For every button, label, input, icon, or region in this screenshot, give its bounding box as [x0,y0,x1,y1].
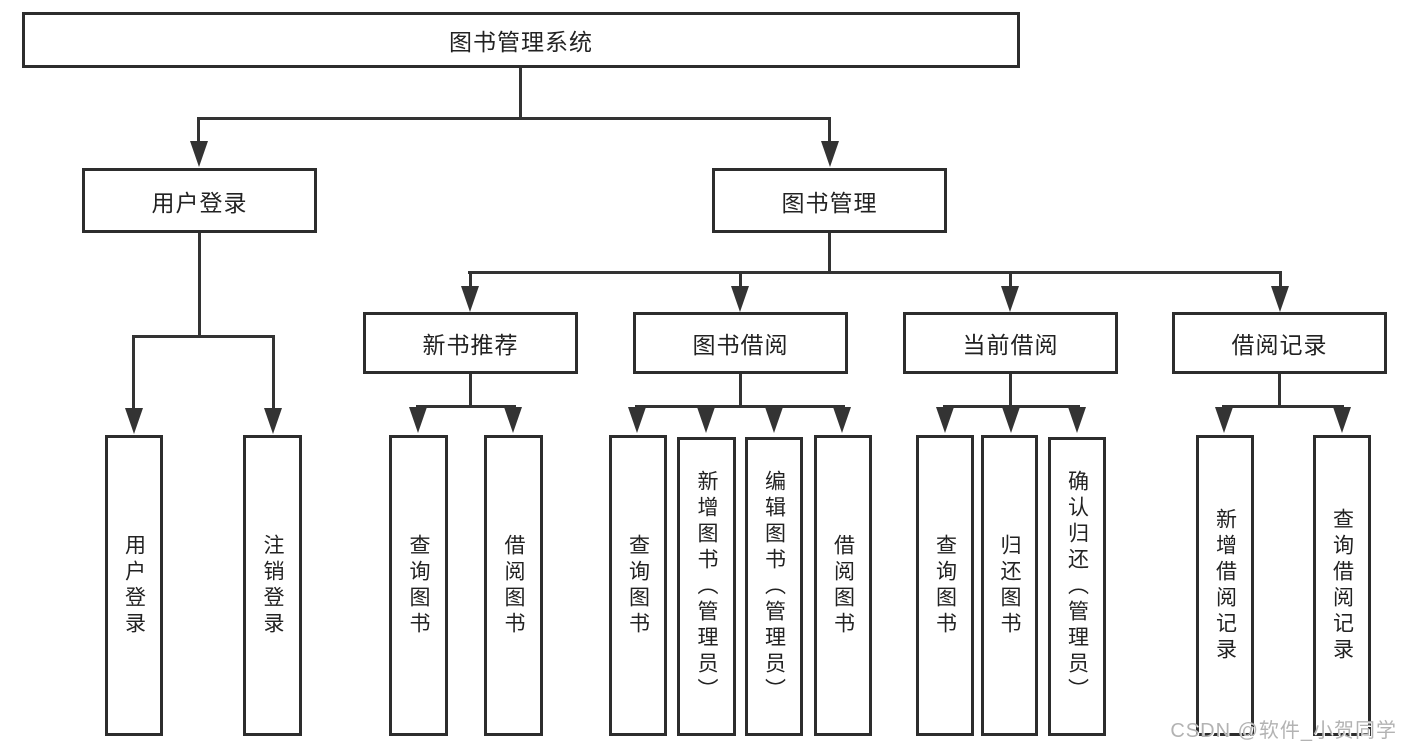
connector-line [469,271,472,287]
node-new-book-recommendation: 新书推荐 [363,312,578,374]
connector-line [198,233,201,338]
arrow-down-icon [765,407,783,433]
arrow-down-icon [821,141,839,167]
arrow-down-icon [1215,407,1233,433]
arrow-down-icon [1068,407,1086,433]
arrow-down-icon [1271,286,1289,312]
arrow-down-icon [264,408,282,434]
connector-line [468,271,1282,274]
connector-line [1222,405,1344,408]
connector-line [828,117,831,142]
node-borrowing-records: 借阅记录 [1172,312,1387,374]
leaf-add-book-admin: 新增图书（管理员） [677,437,736,736]
node-book-management: 图书管理 [712,168,947,233]
watermark-text: CSDN @软件_小贺同学 [1170,720,1397,742]
leaf-borrow-books-recommend: 借阅图书 [484,435,543,736]
connector-line [739,271,742,287]
arrow-down-icon [125,408,143,434]
arrow-down-icon [697,407,715,433]
arrow-down-icon [833,407,851,433]
connector-line [197,117,200,142]
connector-line [1009,374,1012,408]
connector-line [943,405,1080,408]
connector-line [132,335,135,410]
connector-line [416,405,516,408]
connector-line [635,405,845,408]
node-library-management-system: 图书管理系统 [22,12,1020,68]
leaf-logout: 注销登录 [243,435,302,736]
connector-line [1278,374,1281,408]
connector-line [1279,271,1282,287]
leaf-confirm-return-admin: 确认归还（管理员） [1048,437,1106,736]
arrow-down-icon [628,407,646,433]
leaf-add-borrow-record: 新增借阅记录 [1196,435,1254,736]
connector-line [272,335,275,410]
arrow-down-icon [1002,407,1020,433]
arrow-down-icon [936,407,954,433]
arrow-down-icon [190,141,208,167]
connector-line [197,117,831,120]
leaf-borrow-books-borrowing: 借阅图书 [814,435,872,736]
connector-line [1009,271,1012,287]
leaf-query-books-current: 查询图书 [916,435,974,736]
arrow-down-icon [731,286,749,312]
arrow-down-icon [1333,407,1351,433]
node-book-borrowing: 图书借阅 [633,312,848,374]
node-user-login: 用户登录 [82,168,317,233]
leaf-return-book: 归还图书 [981,435,1038,736]
connector-line [828,233,831,274]
connector-line [469,374,472,408]
leaf-query-borrow-record: 查询借阅记录 [1313,435,1371,736]
arrow-down-icon [1001,286,1019,312]
leaf-user-login: 用户登录 [105,435,163,736]
arrow-down-icon [461,286,479,312]
leaf-query-books-recommend: 查询图书 [389,435,448,736]
leaf-query-books-borrowing: 查询图书 [609,435,667,736]
leaf-edit-book-admin: 编辑图书（管理员） [745,437,803,736]
arrow-down-icon [504,407,522,433]
connector-line [739,374,742,408]
connector-line [519,68,522,119]
connector-line [132,335,275,338]
arrow-down-icon [409,407,427,433]
node-current-borrowing: 当前借阅 [903,312,1118,374]
